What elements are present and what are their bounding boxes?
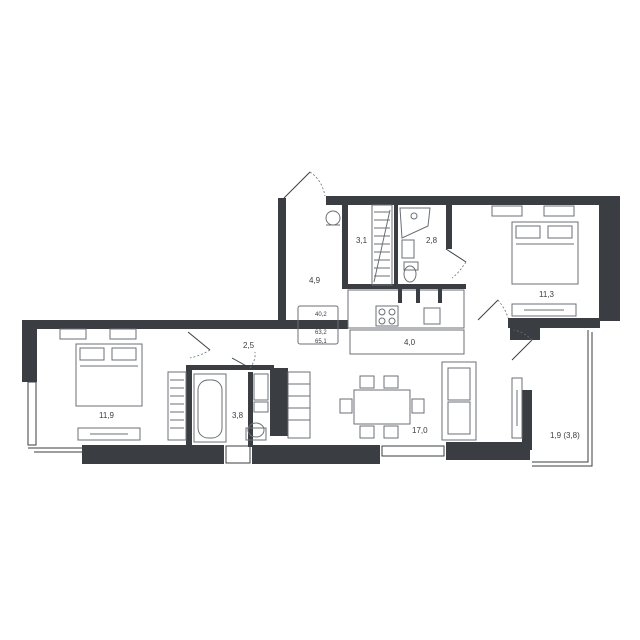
room-area-bedroom-right: 11,3	[539, 290, 555, 299]
room-area-balcony: 1,9 (3,8)	[550, 431, 580, 440]
doors	[187, 171, 533, 369]
apartment-tag: 3Е 40,2 61,3 63,2 65,1	[297, 305, 339, 345]
room-area-bathroom: 3,8	[232, 411, 244, 420]
area-value: 61,3	[315, 321, 327, 327]
walls	[22, 196, 620, 464]
wardrobe-shelves	[371, 204, 393, 286]
apartment-code: 3Е	[300, 320, 313, 332]
room-labels: 4,9 3,1 2,8 11,3 4,0 2,5 11,9 3,8 17,0 1…	[99, 236, 580, 440]
bed-right	[491, 205, 579, 317]
room-area-hall: 4,9	[309, 276, 321, 285]
windows	[27, 220, 619, 467]
kitchen-units	[347, 289, 465, 355]
area-value: 63,2	[315, 330, 327, 336]
room-area-wc: 2,8	[426, 236, 438, 245]
sofa	[441, 361, 477, 441]
room-area-corridor: 2,5	[243, 341, 255, 350]
room-area-bedroom-left: 11,9	[99, 411, 115, 420]
area-value: 65,1	[315, 339, 327, 345]
wc-fixtures	[399, 207, 431, 283]
room-area-kitchen: 4,0	[404, 338, 416, 347]
dining-set	[339, 375, 425, 439]
room-area-living: 17,0	[412, 426, 428, 435]
area-value: 40,2	[315, 312, 327, 318]
room-area-wardrobe: 3,1	[356, 236, 368, 245]
bed-left	[59, 328, 187, 441]
furniture	[59, 204, 579, 443]
bathroom-fixtures	[193, 373, 269, 443]
